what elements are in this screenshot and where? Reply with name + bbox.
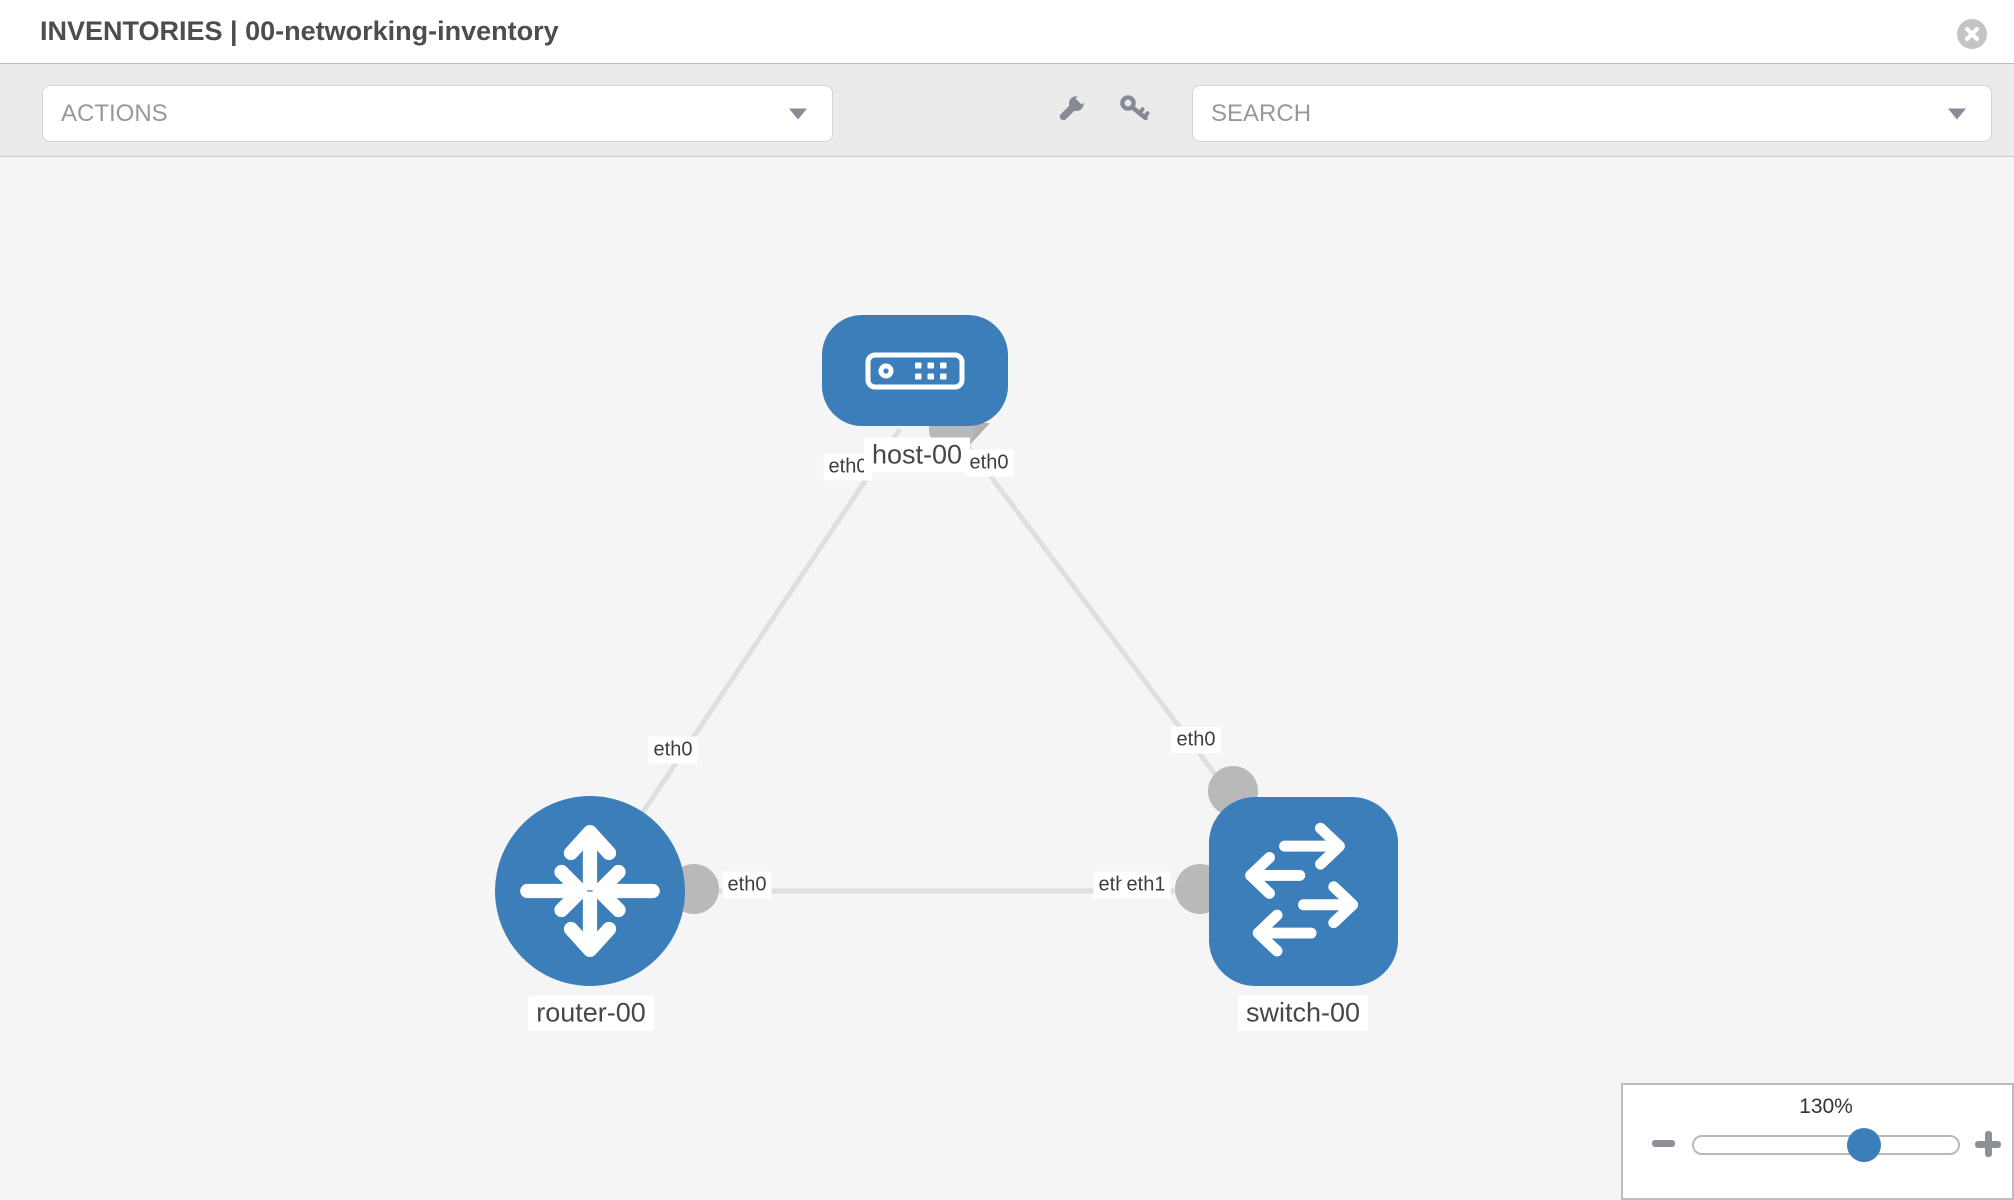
interface-label: eth1 xyxy=(1121,871,1171,899)
actions-dropdown-label: ACTIONS xyxy=(61,99,168,127)
close-icon xyxy=(1957,19,1987,49)
interface-label: eth0 xyxy=(1171,726,1221,754)
header: INVENTORIES | 00-networking-inventory xyxy=(0,0,2014,63)
search-dropdown[interactable]: SEARCH xyxy=(1192,85,1992,142)
search-dropdown-label: SEARCH xyxy=(1211,99,1312,127)
zoom-out-button[interactable] xyxy=(1652,1140,1675,1147)
node-router-00[interactable] xyxy=(495,796,685,986)
wrench-icon xyxy=(1059,92,1088,121)
zoom-level-value: 130% xyxy=(1799,1095,1853,1118)
zoom-slider-track[interactable] xyxy=(1692,1135,1960,1155)
node-switch-00[interactable] xyxy=(1209,797,1398,986)
wrench-button[interactable] xyxy=(1050,90,1090,130)
actions-dropdown[interactable]: ACTIONS xyxy=(42,85,833,142)
interface-label: eth0 xyxy=(648,736,698,764)
node-label-router: router-00 xyxy=(528,995,654,1031)
key-button[interactable] xyxy=(1115,90,1155,130)
zoom-control-panel: 130% xyxy=(1621,1083,2014,1200)
interface-label: eth0 xyxy=(722,871,772,899)
toolbar: ACTIONS SEARC xyxy=(0,63,2014,157)
router-icon xyxy=(520,824,660,958)
topology-links-layer xyxy=(587,406,1305,914)
node-label-host: host-00 xyxy=(863,437,971,473)
chevron-down-icon xyxy=(1948,108,1966,119)
host-icon xyxy=(865,352,965,389)
node-label-switch: switch-00 xyxy=(1237,995,1369,1031)
zoom-in-button[interactable] xyxy=(1975,1131,2001,1157)
page-title: INVENTORIES | 00-networking-inventory xyxy=(40,16,559,46)
close-button[interactable] xyxy=(1957,19,1987,49)
key-icon xyxy=(1120,95,1150,121)
node-host-00[interactable] xyxy=(822,315,1008,426)
switch-icon xyxy=(1245,822,1359,957)
topology-canvas[interactable]: eth0 eth0 eth0 eth0 eth0 eth0 eth1 host-… xyxy=(0,157,2014,1200)
chevron-down-icon xyxy=(789,108,807,119)
interface-label: eth0 xyxy=(964,449,1014,477)
zoom-slider-thumb[interactable] xyxy=(1847,1128,1881,1162)
